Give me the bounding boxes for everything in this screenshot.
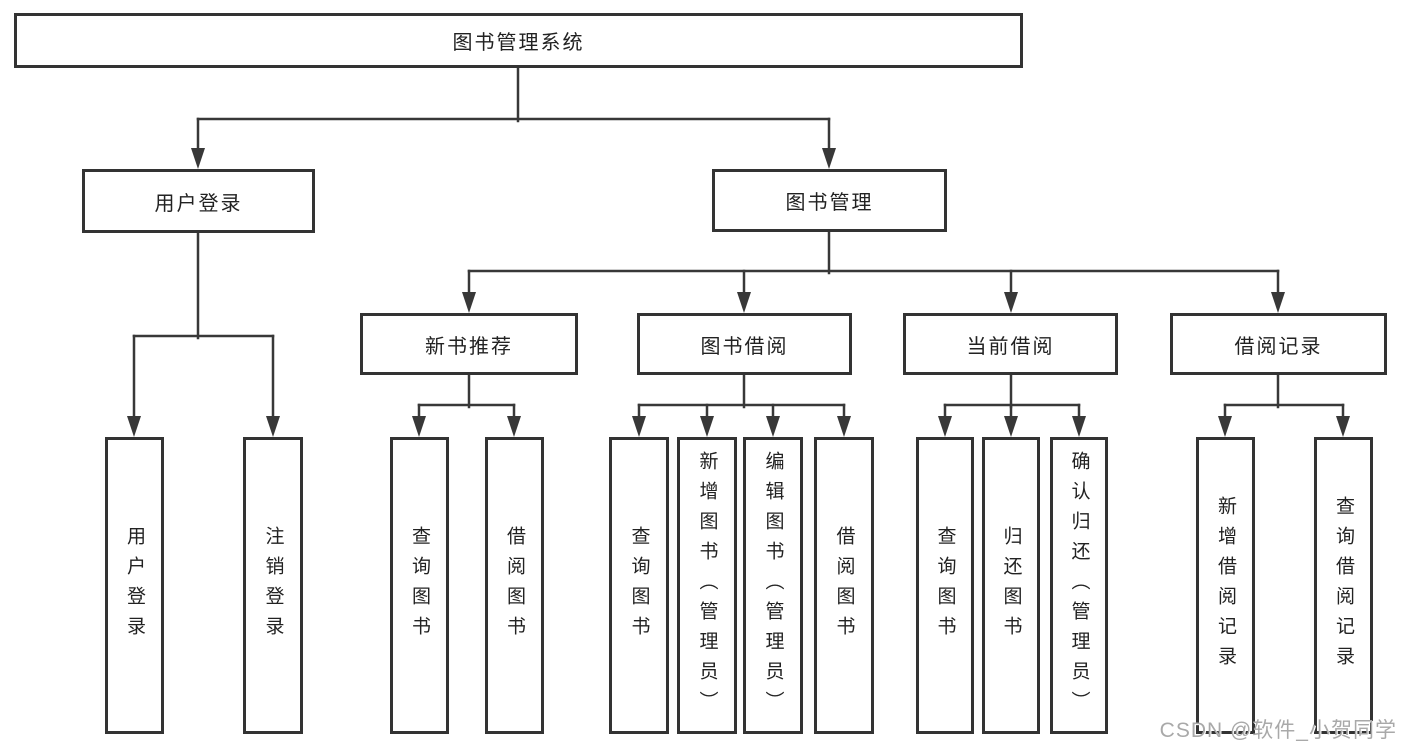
leaf-add-books-admin-label: 新增图书（管理员）: [696, 450, 718, 721]
node-borrow-records: 借阅记录: [1170, 313, 1387, 375]
leaf-query-books-recommend-label: 查询图书: [409, 525, 430, 646]
leaf-user-login-label: 用户登录: [124, 525, 145, 646]
leaf-borrow-books-borrow-label: 借阅图书: [833, 525, 855, 646]
leaf-borrow-books-borrow: 借阅图书: [814, 437, 874, 734]
node-book-management: 图书管理: [712, 169, 947, 232]
node-current-borrow-label: 当前借阅: [966, 335, 1055, 358]
leaf-borrow-books-recommend-label: 借阅图书: [504, 525, 525, 646]
node-borrow-records-label: 借阅记录: [1234, 335, 1323, 358]
node-current-borrow: 当前借阅: [903, 313, 1118, 375]
node-book-borrow-label: 图书借阅: [700, 335, 789, 358]
node-new-book-recommend-label: 新书推荐: [425, 335, 513, 358]
leaf-query-books-recommend: 查询图书: [390, 437, 449, 734]
leaf-user-login: 用户登录: [105, 437, 164, 734]
leaf-add-borrow-record-label: 新增借阅记录: [1215, 495, 1236, 676]
leaf-query-books-borrow: 查询图书: [609, 437, 669, 734]
leaf-logout-login: 注销登录: [243, 437, 303, 734]
node-library-system: 图书管理系统: [14, 13, 1023, 68]
leaf-return-books-label: 归还图书: [1000, 525, 1022, 646]
leaf-query-borrow-record: 查询借阅记录: [1314, 437, 1373, 734]
leaf-add-borrow-record: 新增借阅记录: [1196, 437, 1255, 734]
leaf-query-borrow-record-label: 查询借阅记录: [1333, 495, 1354, 676]
leaf-logout-login-label: 注销登录: [262, 525, 284, 646]
node-new-book-recommend: 新书推荐: [360, 313, 578, 375]
node-user-login: 用户登录: [82, 169, 315, 233]
csdn-watermark: CSDN @软件_小贺同学: [1159, 719, 1397, 742]
node-book-management-label: 图书管理: [785, 192, 874, 214]
leaf-query-books-borrow-label: 查询图书: [628, 525, 650, 646]
leaf-edit-books-admin: 编辑图书（管理员）: [743, 437, 803, 734]
node-book-borrow: 图书借阅: [637, 313, 852, 375]
leaf-borrow-books-recommend: 借阅图书: [485, 437, 544, 734]
leaf-confirm-return-admin: 确认归还（管理员）: [1050, 437, 1108, 734]
leaf-query-books-current-label: 查询图书: [934, 525, 956, 646]
leaf-confirm-return-admin-label: 确认归还（管理员）: [1068, 450, 1090, 721]
leaf-return-books: 归还图书: [982, 437, 1040, 734]
node-library-system-label: 图书管理系统: [452, 32, 585, 54]
leaf-add-books-admin: 新增图书（管理员）: [677, 437, 737, 734]
leaf-query-books-current: 查询图书: [916, 437, 974, 734]
node-user-login-label: 用户登录: [154, 192, 243, 215]
leaf-edit-books-admin-label: 编辑图书（管理员）: [762, 450, 784, 721]
